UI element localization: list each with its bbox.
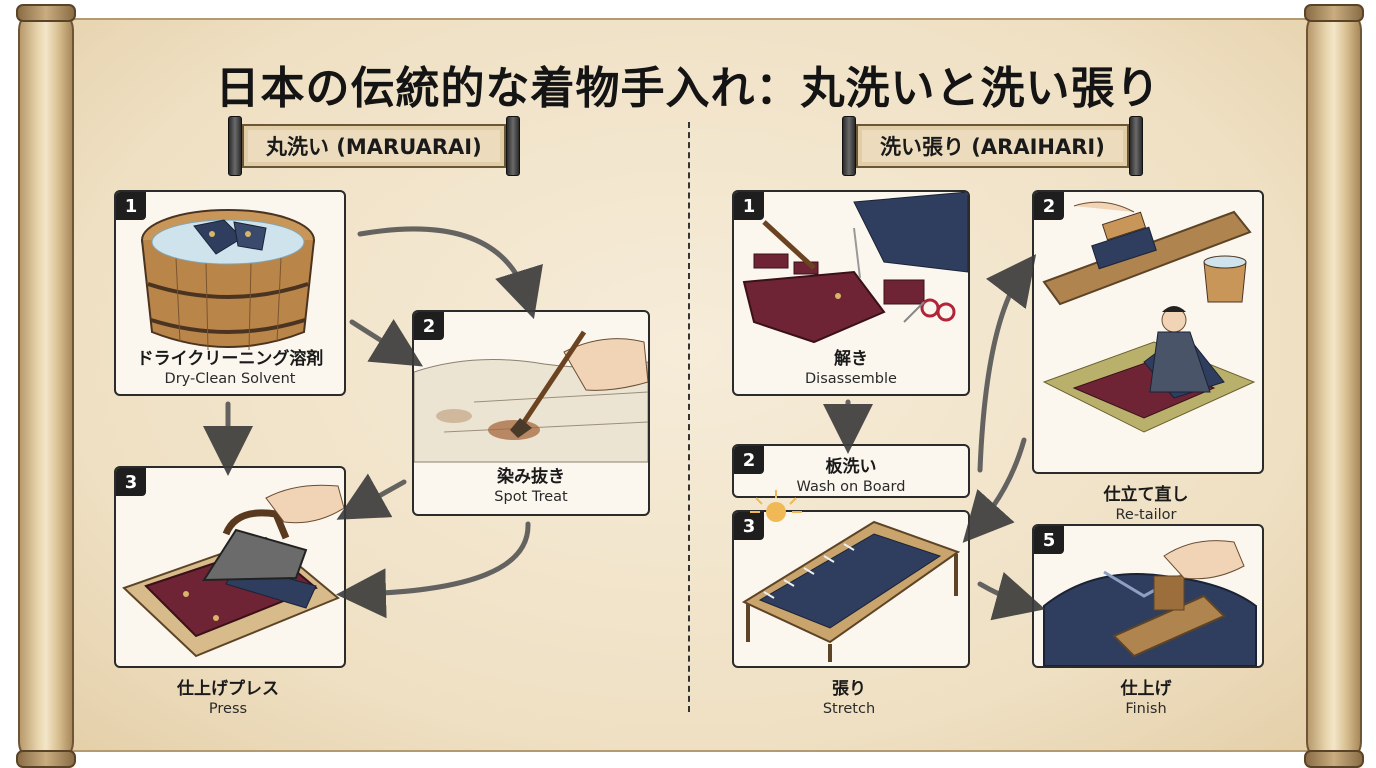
araihari-step-1-sublabel: Disassemble	[805, 371, 897, 387]
step-badge: 2	[1034, 192, 1064, 220]
araihari-step-4-panel: 2	[1032, 190, 1264, 474]
step-badge: 2	[734, 446, 764, 474]
maruarai-step-2-label: 染み抜き	[497, 467, 565, 487]
araihari-step-3-sublabel: Stretch	[822, 701, 876, 717]
disassemble-illustration	[742, 192, 968, 344]
araihari-step-5-label: 仕上げ	[1120, 679, 1172, 699]
maruarai-step-2-sublabel: Spot Treat	[494, 489, 568, 505]
step-badge: 5	[1034, 526, 1064, 554]
spot-treat-illustration	[414, 330, 648, 463]
maruarai-step-2-panel: 染み抜き Spot Treat 2	[412, 310, 650, 516]
wooden-tub-illustration	[141, 209, 315, 351]
page-title: 日本の伝統的な着物手入れ：丸洗いと洗い張り	[215, 63, 1161, 114]
araihari-step-3-panel: 3	[732, 510, 970, 668]
araihari-step-3-label: 張り	[832, 679, 866, 699]
stretch-frame-illustration	[741, 520, 961, 662]
section-divider	[688, 122, 690, 712]
araihari-step-1-label: 解き	[834, 349, 868, 369]
araihari-step-1-panel: 解き Disassemble 1	[732, 190, 970, 396]
step-badge: 3	[116, 468, 146, 496]
maruarai-step-3-label: 仕上げプレス	[177, 679, 279, 699]
wash-and-retailor-illustration	[1042, 201, 1256, 433]
maruarai-banner: 丸洗い (MARUARAI)	[228, 116, 520, 176]
araihari-step-2-label: 板洗い	[825, 457, 877, 477]
araihari-step-5-sublabel: Finish	[1125, 701, 1167, 717]
step-badge: 3	[734, 512, 764, 540]
maruarai-step-1-label: ドライクリーニング溶剤	[136, 349, 324, 369]
maruarai-step-1-panel: ドライクリーニング溶剤 Dry-Clean Solvent 1	[114, 190, 346, 396]
araihari-step-4-sublabel: Re-tailor	[1115, 507, 1177, 523]
araihari-heading: 洗い張り (ARAIHARI)	[856, 124, 1129, 168]
araihari-step-2-sublabel: Wash on Board	[796, 479, 906, 495]
iron-press-illustration	[122, 484, 344, 658]
maruarai-step-3-panel: 3	[114, 466, 346, 668]
sun-icon	[750, 490, 802, 522]
araihari-banner: 洗い張り (ARAIHARI)	[842, 116, 1143, 176]
araihari-step-4-label: 仕立て直し	[1103, 485, 1189, 505]
right-scroll-roller	[1304, 4, 1364, 768]
step-badge: 1	[734, 192, 764, 220]
araihari-step-5-panel: 5	[1032, 524, 1264, 668]
finish-illustration	[1043, 540, 1257, 666]
maruarai-step-1-sublabel: Dry-Clean Solvent	[164, 371, 296, 387]
left-scroll-roller	[16, 4, 76, 768]
maruarai-step-3-sublabel: Press	[208, 701, 248, 717]
maruarai-heading: 丸洗い (MARUARAI)	[242, 124, 506, 168]
step-badge: 2	[414, 312, 444, 340]
araihari-step-2-panel: 板洗い Wash on Board 2	[732, 444, 970, 498]
step-badge: 1	[116, 192, 146, 220]
